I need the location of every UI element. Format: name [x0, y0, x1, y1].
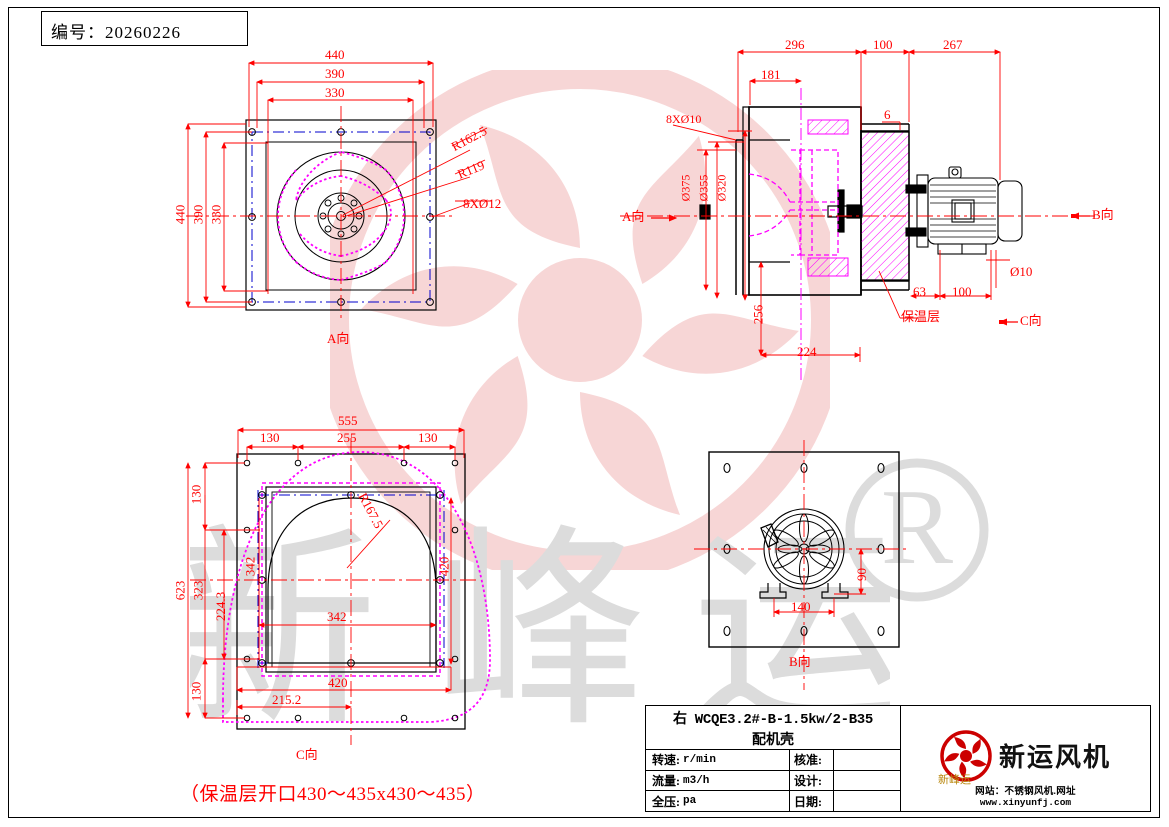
dim-342-vertical: 342 [242, 556, 258, 577]
company-name: 新运风机 [998, 743, 1111, 772]
design-value-cell[interactable] [834, 771, 900, 791]
model-cell: 右 WCQE3.2#-B-1.5kw/2-B35 配机壳 [646, 706, 900, 750]
dim-224: 224 [797, 344, 817, 359]
dim-130-left-bottom: 130 [188, 681, 204, 702]
design-key-cell: 设计: [790, 770, 834, 791]
insulation-opening-note: （保温层开口430～435x430～435） [180, 784, 486, 805]
dim-256: 256 [750, 304, 766, 325]
approve-value-cell[interactable] [834, 750, 900, 770]
model-designation: 右 WCQE3.2#-B-1.5kw/2-B35 [672, 711, 874, 728]
spec-cell-flow: 流量: m3/h [646, 770, 790, 791]
dim-255: 255 [337, 430, 357, 445]
spec-rows: 转速: r/min 核准: 流量: m3/h 设计: [646, 750, 900, 812]
table-row: 流量: m3/h 设计: [646, 770, 900, 792]
spec-unit-flow: m3/h [683, 774, 710, 787]
website-line1: 网站：不锈钢风机.网址 [975, 787, 1076, 797]
fan-logo-icon: 新峰运 [938, 729, 992, 786]
logo-subtext: 新峰运 [937, 773, 971, 786]
approve-key-cell: 核准: [790, 750, 834, 770]
dim-130-left-top: 130 [188, 484, 204, 505]
view-label-b: B向 [789, 654, 811, 669]
design-key: 设计: [794, 774, 822, 788]
spec-key-speed: 转速: [652, 753, 680, 768]
approve-key: 核准: [794, 753, 822, 768]
spec-unit-pressure: pa [683, 795, 697, 808]
dim-130-b: 130 [418, 430, 438, 445]
dim-6: 6 [884, 107, 891, 122]
dim-2152: 215.2 [272, 692, 302, 707]
dim-2243: 224.3 [213, 591, 229, 622]
dim-100-bottom: 100 [952, 284, 972, 299]
dim-330-top: 330 [325, 85, 345, 100]
dim-342-horizontal: 342 [327, 609, 347, 624]
model-subtitle: 配机壳 [752, 732, 794, 748]
website-line2: www.xinyunfj.com [979, 797, 1072, 808]
title-block: 右 WCQE3.2#-B-1.5kw/2-B35 配机壳 转速: r/min 核… [645, 705, 1151, 812]
dim-623: 623 [172, 580, 188, 601]
spec-cell-pressure: 全压: pa [646, 791, 790, 812]
dim-330-left: 330 [208, 204, 224, 225]
dim-390-top: 390 [325, 66, 345, 81]
drawing-number: 编号：20260226 [51, 23, 181, 42]
view-label-c: C向 [296, 747, 318, 762]
dim-420-vertical: 420 [436, 556, 452, 577]
callout-d375: Ø375 [678, 174, 693, 202]
arrow-label-a: A向 [622, 209, 645, 224]
dim-181: 181 [761, 67, 781, 82]
company-logo-block: 新峰运 新运风机 网站：不锈钢风机.网址 www.xinyunfj.com [901, 706, 1150, 811]
callout-d355: Ø355 [696, 174, 711, 202]
dim-440-left: 440 [172, 204, 188, 225]
dim-130-a: 130 [260, 430, 280, 445]
spec-unit-speed: r/min [683, 753, 717, 766]
dim-420-horizontal: 420 [328, 675, 348, 690]
dim-140: 140 [791, 599, 811, 614]
dim-555: 555 [338, 413, 358, 428]
arrow-label-c: C向 [1020, 313, 1042, 328]
spec-cell-speed: 转速: r/min [646, 750, 790, 770]
dim-440-top: 440 [325, 47, 345, 62]
view-label-a: A向 [327, 331, 350, 346]
date-key-cell: 日期: [790, 791, 834, 812]
table-row: 转速: r/min 核准: [646, 750, 900, 771]
spec-key-flow: 流量: [652, 774, 680, 788]
spec-key-pressure: 全压: [652, 794, 680, 809]
arrow-label-b: B向 [1092, 207, 1114, 222]
dim-267: 267 [943, 37, 963, 52]
website-block: 网站：不锈钢风机.网址 www.xinyunfj.com [901, 783, 1150, 808]
drawing-number-box: 编号：20260226 [41, 11, 248, 46]
sheet-border [8, 7, 1160, 818]
date-key: 日期: [794, 794, 822, 809]
callout-d320: Ø320 [714, 174, 729, 202]
dim-323: 323 [190, 580, 206, 601]
dim-63: 63 [913, 284, 926, 299]
title-block-left: 右 WCQE3.2#-B-1.5kw/2-B35 配机壳 转速: r/min 核… [646, 706, 901, 812]
dim-90: 90 [854, 568, 869, 581]
dim-390-left: 390 [190, 204, 206, 225]
callout-8xd12: 8XØ12 [463, 196, 502, 211]
table-row: 全压: pa 日期: [646, 791, 900, 812]
callout-d10: Ø10 [1010, 264, 1033, 279]
logo-row: 新峰运 新运风机 [938, 729, 1111, 786]
dim-296: 296 [785, 37, 805, 52]
callout-8xd10: 8XØ10 [666, 112, 702, 126]
date-value-cell[interactable] [834, 791, 900, 811]
callout-insulation-layer: 保温层 [901, 309, 941, 324]
dim-100-top: 100 [873, 37, 893, 52]
